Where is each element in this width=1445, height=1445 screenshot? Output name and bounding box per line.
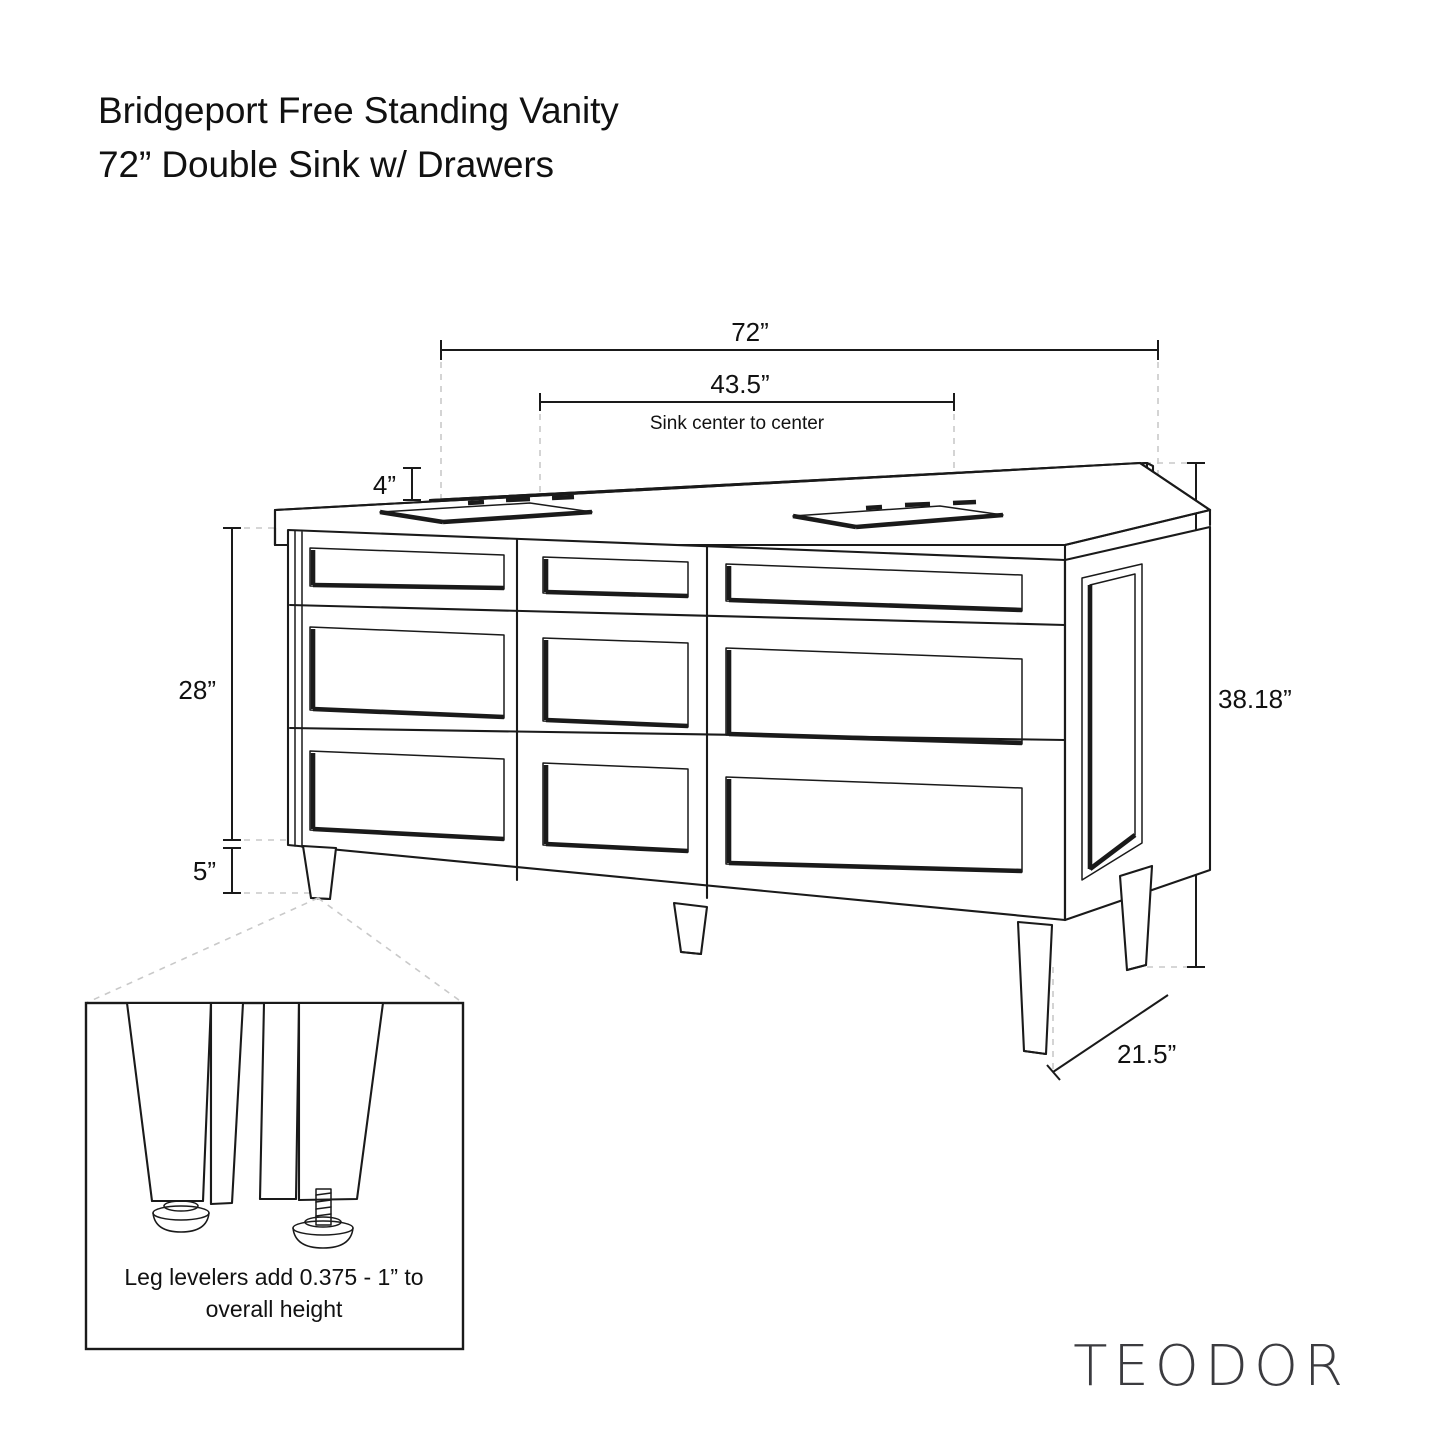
dimension-label-width: 72” <box>731 317 769 347</box>
product-title-line-1: Bridgeport Free Standing Vanity <box>98 90 619 131</box>
leg-leveler-detail-box: Leg levelers add 0.375 - 1” to overall h… <box>84 1001 465 1351</box>
drawer-front-left-middle[interactable] <box>309 626 505 720</box>
leg-rear-right <box>1118 864 1154 972</box>
dimension-note-sink-spacing: Sink center to center <box>650 413 825 434</box>
detail-leg-right <box>258 1001 385 1249</box>
drawer-front-right-middle[interactable] <box>725 647 1023 746</box>
drawer-front-center-middle[interactable] <box>542 637 689 729</box>
detail-leg-left <box>125 1001 245 1233</box>
leg-front-right <box>1016 920 1054 1056</box>
dimension-leg-height: 5” <box>193 847 241 894</box>
drawer-front-right-bottom[interactable] <box>725 776 1023 874</box>
drawer-front-left-bottom[interactable] <box>309 750 505 842</box>
drawer-front-right-top[interactable] <box>725 563 1023 613</box>
dimension-overall-width: 72” <box>440 317 1159 360</box>
leg-front-left <box>301 844 338 901</box>
sink-cutout-left <box>379 494 593 525</box>
dimension-overall-height: 38.18” <box>1187 462 1292 968</box>
dimension-label-sink-spacing: 43.5” <box>710 369 769 399</box>
dimension-label-leg-height: 5” <box>193 856 216 886</box>
dimension-backsplash-height: 4” <box>373 467 421 501</box>
detail-callout-leaders <box>85 897 464 1004</box>
drawer-front-center-bottom[interactable] <box>542 762 689 854</box>
sink-cutout-right <box>792 499 1004 530</box>
leg-leveler-right <box>292 1216 354 1249</box>
dimension-label-overall-height: 38.18” <box>1218 684 1292 714</box>
leveler-screw-thread <box>315 1188 332 1226</box>
dimension-sink-spacing: 43.5” Sink center to center <box>539 369 955 434</box>
dimension-label-backsplash: 4” <box>373 470 396 500</box>
dimension-depth: 21.5” <box>1046 994 1176 1081</box>
drawer-bank-dividers <box>515 537 709 900</box>
drawer-front-left-top[interactable] <box>309 547 505 591</box>
dimension-label-counter-height: 28” <box>178 675 216 705</box>
leg-leveler-note-line-1: Leg levelers add 0.375 - 1” to <box>124 1264 423 1290</box>
dimension-counter-height: 28” <box>178 527 241 841</box>
leg-leveler-left <box>152 1200 210 1233</box>
leg-leveler-note-line-2: overall height <box>206 1296 343 1322</box>
drawer-front-center-top[interactable] <box>542 556 689 599</box>
title-block: Bridgeport Free Standing Vanity 72” Doub… <box>98 84 998 193</box>
drawer-rails <box>288 603 1067 742</box>
brand-logo: TEODOR <box>1073 1334 1349 1399</box>
product-title-line-2: 72” Double Sink w/ Drawers <box>98 144 554 186</box>
leg-front-center <box>672 901 709 956</box>
dimension-label-depth: 21.5” <box>1117 1039 1176 1069</box>
